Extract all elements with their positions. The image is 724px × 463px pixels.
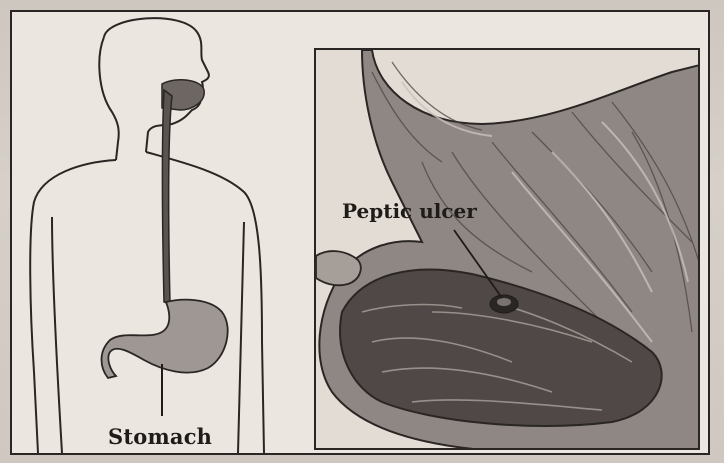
right-arm-inner: [238, 222, 244, 453]
left-shoulder-arm: [30, 160, 116, 453]
figure-frame: Peptic ulcer Stomach: [10, 10, 710, 455]
illustration: [12, 12, 708, 453]
left-arm-inner: [52, 217, 62, 453]
neck-back: [99, 37, 118, 160]
peptic-ulcer-label: Peptic ulcer: [342, 199, 477, 223]
stomach-label: Stomach: [108, 424, 212, 449]
human-figure: [30, 18, 264, 453]
stomach-small: [102, 300, 228, 378]
esophagus: [163, 90, 173, 304]
